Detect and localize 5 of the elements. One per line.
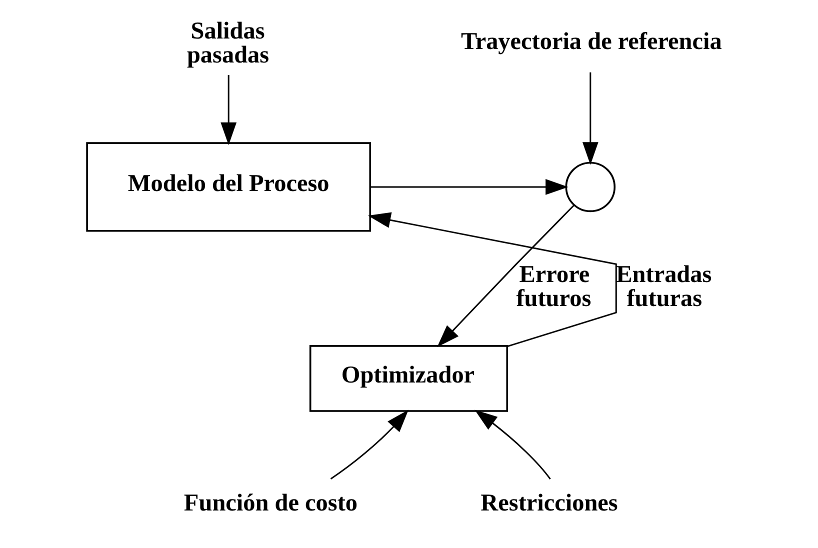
node-text: Trayectoria de referencia <box>460 28 722 55</box>
edge-label: Errore futuros <box>516 261 591 312</box>
node-text: Restricciones <box>480 490 618 517</box>
node-text: Salidas pasadas <box>186 17 269 69</box>
node-text: Función de costo <box>183 490 358 517</box>
